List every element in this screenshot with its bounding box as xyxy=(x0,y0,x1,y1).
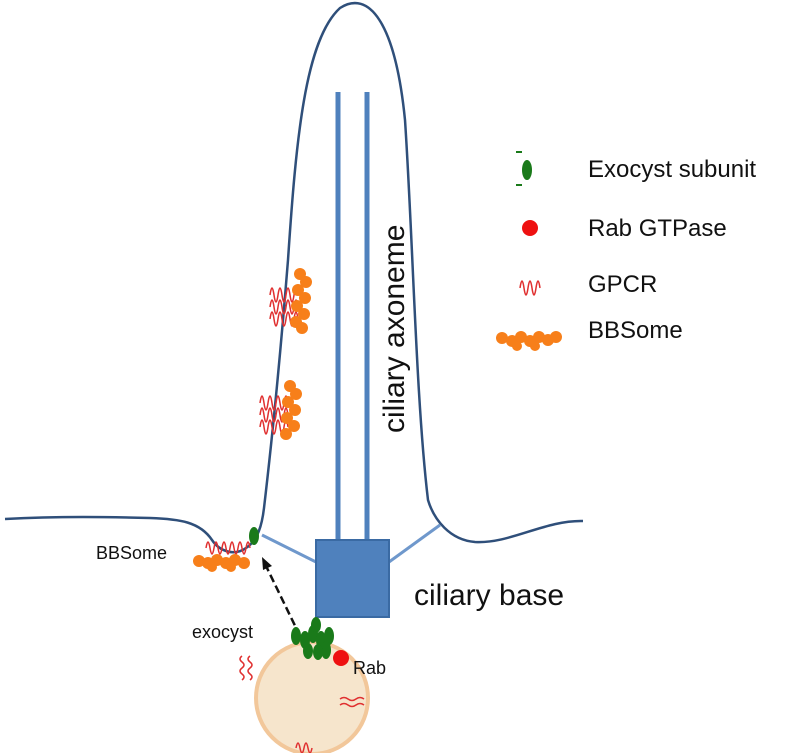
arrow-head-icon xyxy=(262,557,272,570)
ciliary-base-label: ciliary base xyxy=(414,579,564,612)
membrane-outline xyxy=(4,2,584,554)
ciliary-base-box xyxy=(315,539,390,618)
exocyst-complex xyxy=(291,617,334,660)
exocyst-subunit-membrane xyxy=(249,527,259,545)
legend-item-exocyst: Exocyst subunit xyxy=(516,151,756,186)
gpcr-bbsome-cluster-upper xyxy=(269,268,312,334)
vesicle xyxy=(254,640,370,753)
orange-beads-icon xyxy=(496,331,562,351)
legend-label-rab: Rab GTPase xyxy=(588,215,727,242)
gpcr-squiggle-icon xyxy=(239,655,253,681)
legend-item-gpcr: GPCR xyxy=(519,271,657,298)
green-oval-icon xyxy=(522,160,532,180)
transition-fiber-right xyxy=(388,523,441,564)
rab-gtpase-dot xyxy=(333,650,349,666)
gpcr-squiggle-icon xyxy=(295,742,313,753)
bbsome-side-label: BBSome xyxy=(96,543,167,563)
squiggle-icon xyxy=(519,280,541,296)
rab-label: Rab xyxy=(353,658,386,678)
bbsome-beads-lower xyxy=(280,380,302,440)
legend-item-bbsome: BBSome xyxy=(496,317,683,351)
bbsome-beads-upper xyxy=(290,268,312,334)
bbsome-beads-base xyxy=(193,554,250,572)
transport-arrow xyxy=(265,567,302,637)
gpcr-bbsome-cluster-lower xyxy=(259,380,302,440)
red-dot-icon xyxy=(522,220,538,236)
gpcr-squiggle-icon xyxy=(339,696,365,708)
axoneme-label: ciliary axoneme xyxy=(378,225,411,433)
gpcr-squiggle-icon xyxy=(205,541,251,555)
gpcr-bbsome-cluster-base xyxy=(193,541,251,572)
legend: Exocyst subunit Rab GTPase GPCR BBSome xyxy=(496,151,756,351)
vesicle-gpcrs xyxy=(239,655,365,753)
legend-label-gpcr: GPCR xyxy=(588,271,657,298)
legend-label-exocyst: Exocyst subunit xyxy=(588,156,756,183)
exocyst-label: exocyst xyxy=(192,622,253,642)
transition-fiber-left xyxy=(261,533,317,564)
legend-item-rab: Rab GTPase xyxy=(522,215,727,242)
legend-label-bbsome: BBSome xyxy=(588,317,683,344)
